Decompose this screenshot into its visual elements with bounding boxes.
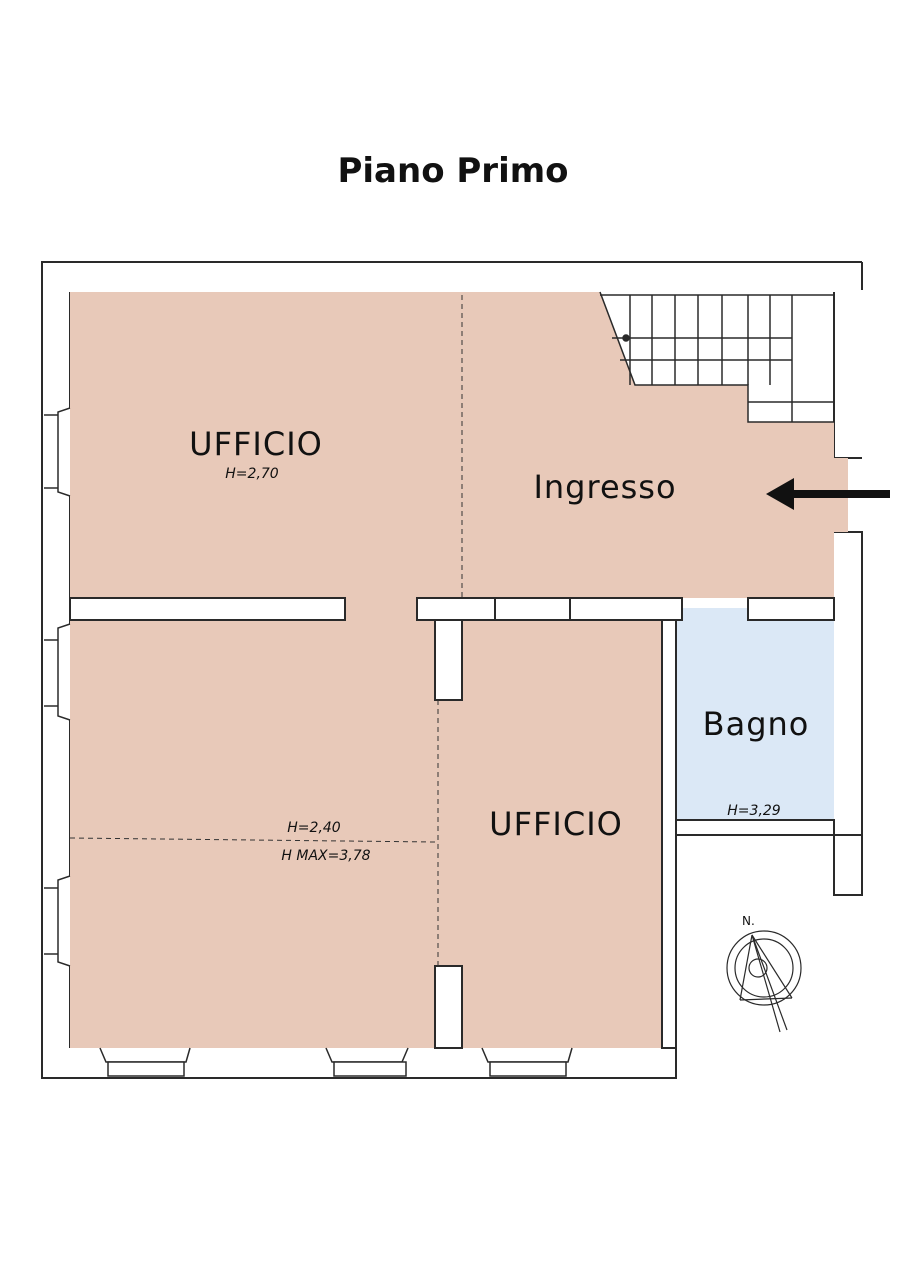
- height-max-large-room: H MAX=3,78: [281, 848, 370, 864]
- label-bagno: Bagno: [703, 705, 810, 743]
- corridor: [435, 700, 463, 966]
- staircase: [599, 291, 834, 423]
- height-ufficio-top: H=2,70: [225, 466, 279, 482]
- room-bagno: [676, 620, 834, 820]
- room-ufficio-top: [70, 292, 462, 598]
- plan-title: Piano Primo: [337, 151, 568, 191]
- height-large-room: H=2,40: [287, 820, 341, 836]
- label-ufficio-top: UFFICIO: [189, 425, 323, 463]
- dashed-lines: [69, 295, 463, 966]
- interior-walls: [69, 597, 835, 1049]
- bagno-doorway: [682, 608, 748, 620]
- windows-bottom: [99, 1047, 573, 1077]
- compass-icon: [726, 930, 802, 1033]
- label-ingresso: Ingresso: [533, 468, 676, 506]
- room-ingresso: [462, 292, 848, 598]
- room-large: [70, 620, 435, 1048]
- height-bagno: H=3,29: [727, 803, 781, 819]
- compass-label: N.: [742, 914, 755, 928]
- arrow-left-icon: [766, 478, 890, 510]
- rooms: [70, 292, 848, 1048]
- corridor-doorway: [345, 598, 417, 620]
- room-ufficio-bottom: [462, 620, 662, 1048]
- label-ufficio-bottom: UFFICIO: [489, 805, 623, 843]
- windows-left: [44, 407, 71, 967]
